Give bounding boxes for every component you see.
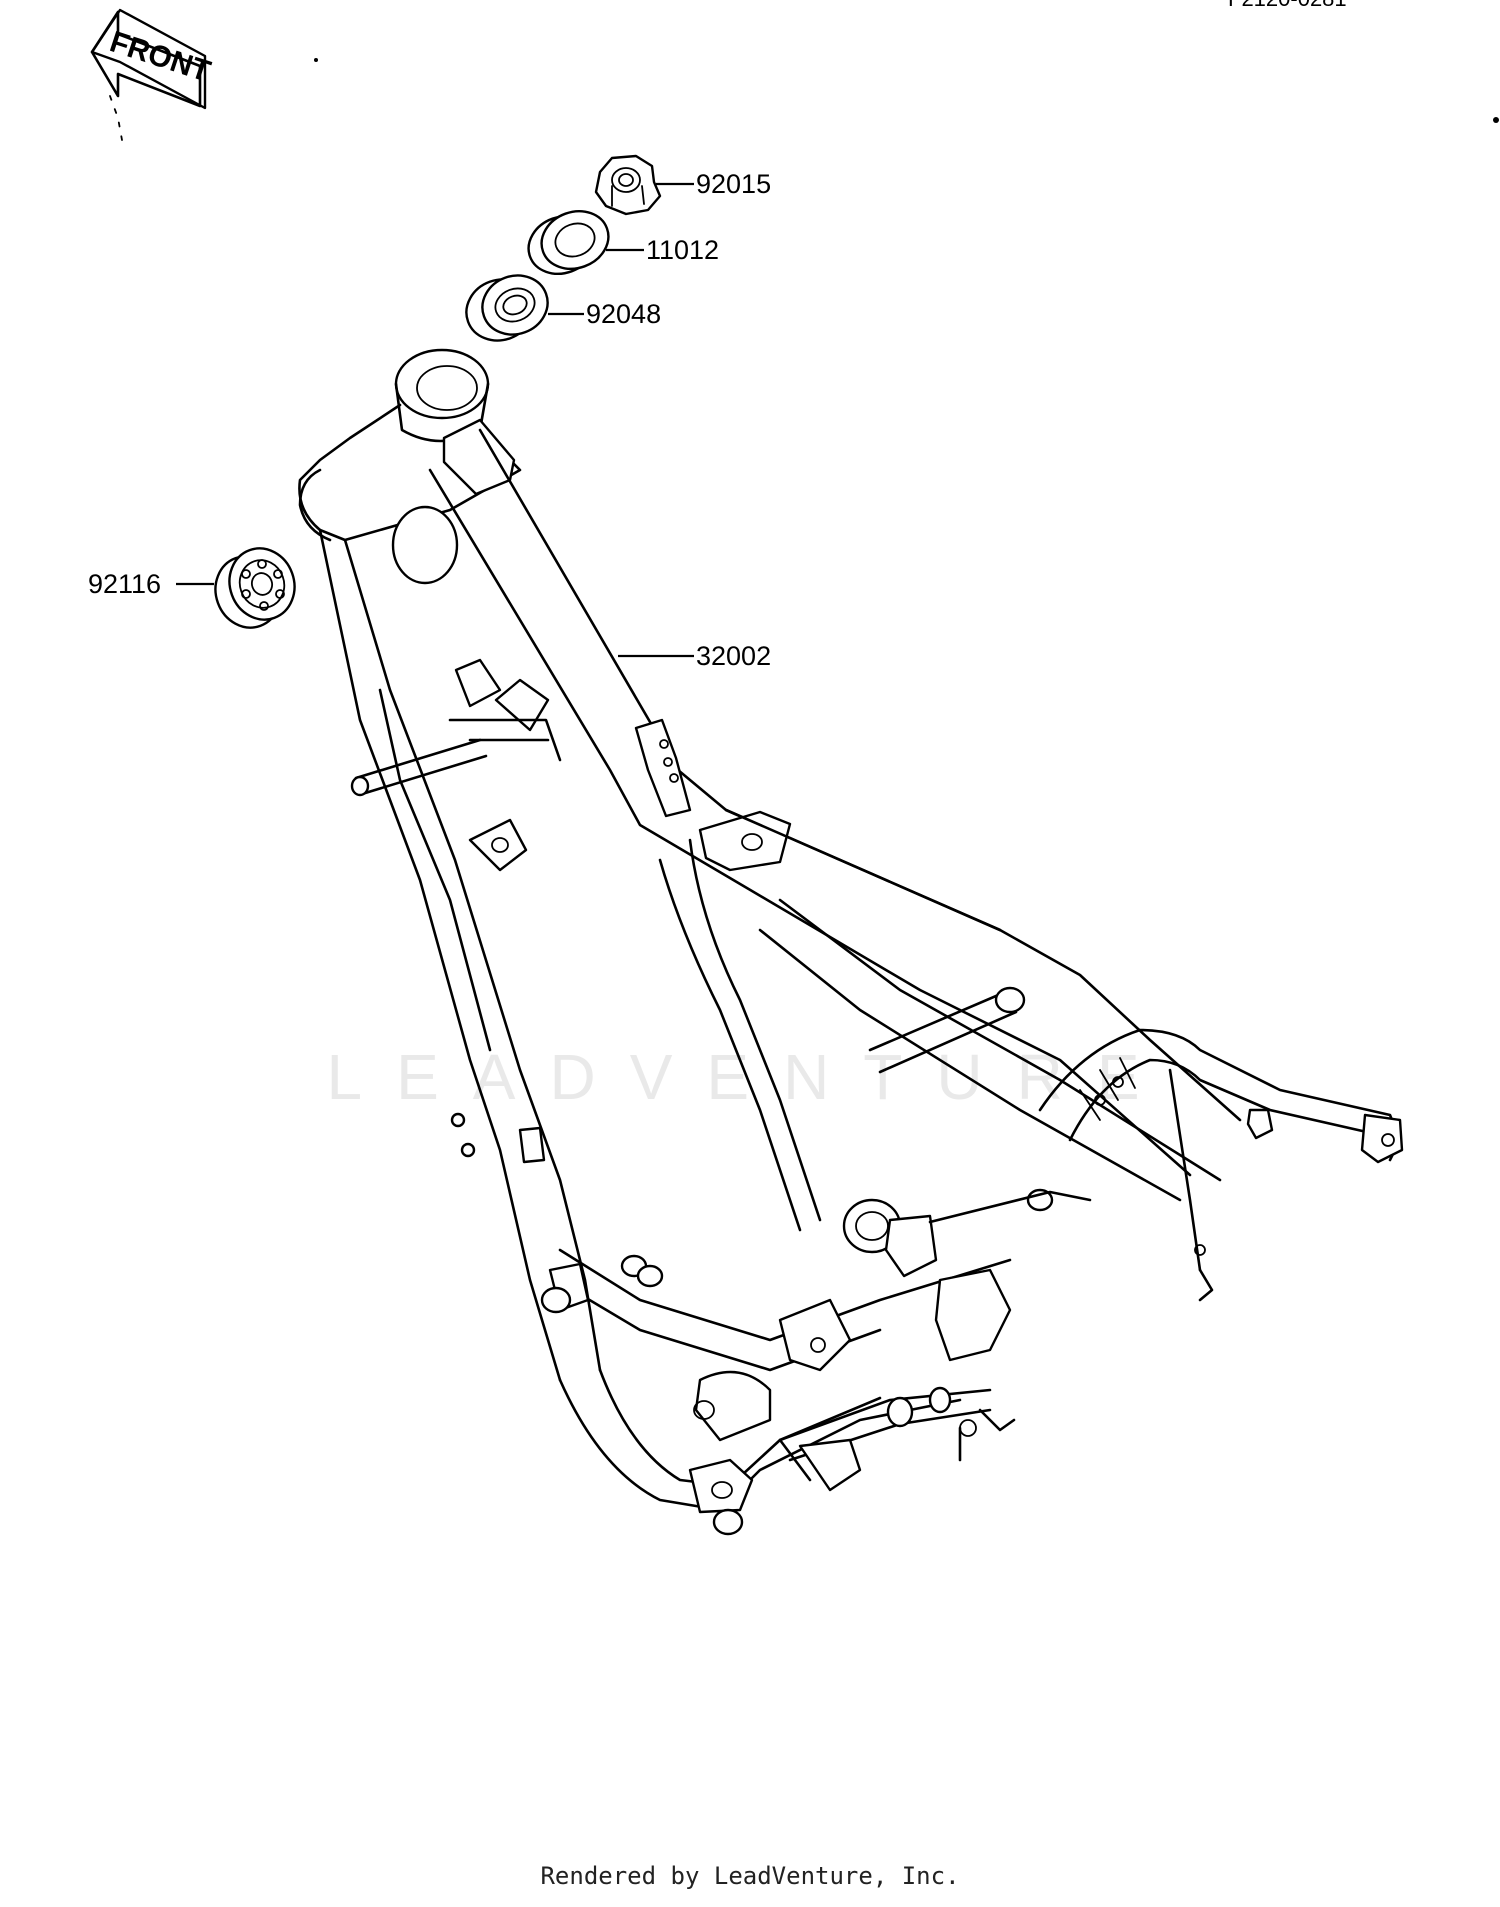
drawing-id: F2120-0281 <box>1228 0 1347 12</box>
ball-bearing-92116[interactable] <box>206 539 305 637</box>
bearing-race-11012[interactable] <box>520 202 616 283</box>
callout-92015[interactable]: 92015 <box>696 169 771 199</box>
front-arrow-icon: FRONT <box>90 8 214 141</box>
stem-nut-92015[interactable] <box>594 154 662 216</box>
callout-11012[interactable]: 11012 <box>646 235 719 265</box>
frame-32002[interactable] <box>298 348 1404 1536</box>
callout-92116[interactable]: 92116 <box>88 569 161 599</box>
seal-92048[interactable] <box>458 266 556 349</box>
footer-credit: Rendered by LeadVenture, Inc. <box>540 1862 960 1890</box>
callout-32002[interactable]: 32002 <box>696 641 771 671</box>
callout-92048[interactable]: 92048 <box>586 299 661 329</box>
